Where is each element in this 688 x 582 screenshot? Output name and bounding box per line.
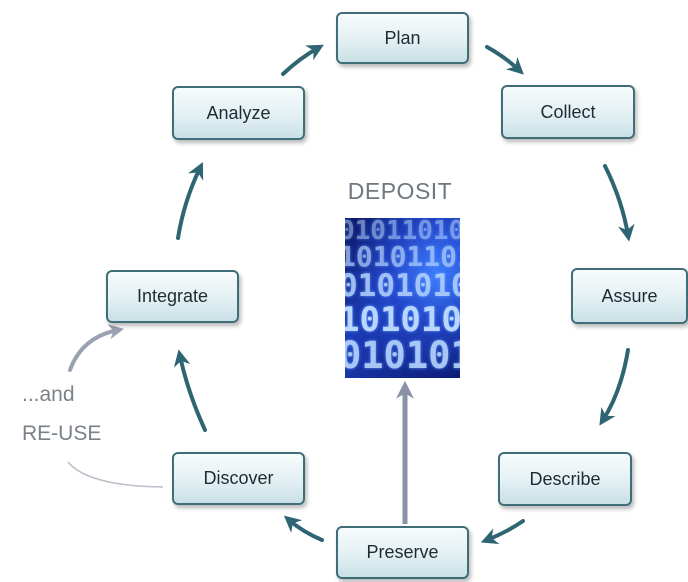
- discover-step: Discover: [172, 452, 305, 505]
- reuse-text-line2: RE-USE: [22, 422, 102, 445]
- arrow-analyze-to-plan: [281, 44, 324, 76]
- integrate-label: Integrate: [136, 286, 209, 306]
- reuse-arrow: [68, 324, 124, 372]
- preserve-label: Preserve: [366, 542, 439, 562]
- describe-label: Describe: [529, 468, 601, 489]
- reuse-text-line1: ...and: [22, 383, 75, 406]
- collect-label: Collect: [540, 101, 596, 122]
- assure-step: Assure: [571, 268, 688, 324]
- arrow-plan-to-collect: [485, 45, 524, 75]
- arrow-collect-to-assure: [603, 164, 635, 242]
- arrow-discover-to-integrate: [173, 349, 207, 432]
- assure-label: Assure: [601, 285, 658, 306]
- plan-step: Plan: [336, 12, 469, 64]
- collect-step: Collect: [501, 85, 635, 139]
- arrow-preserve-to-discover: [283, 515, 324, 542]
- arrow-assure-to-describe: [599, 348, 630, 426]
- arrow-describe-to-preserve: [480, 519, 525, 545]
- analyze-step: Analyze: [172, 86, 305, 140]
- preserve-step: Preserve: [336, 526, 469, 579]
- deposit-label: DEPOSIT: [347, 178, 453, 204]
- discover-label: Discover: [203, 468, 274, 488]
- plan-label: Plan: [384, 27, 421, 48]
- analyze-label: Analyze: [206, 102, 271, 123]
- reuse-return-curve: [67, 461, 164, 488]
- describe-step: Describe: [498, 452, 632, 506]
- arrow-integrate-to-analyze: [176, 161, 204, 240]
- integrate-step: Integrate: [106, 270, 239, 323]
